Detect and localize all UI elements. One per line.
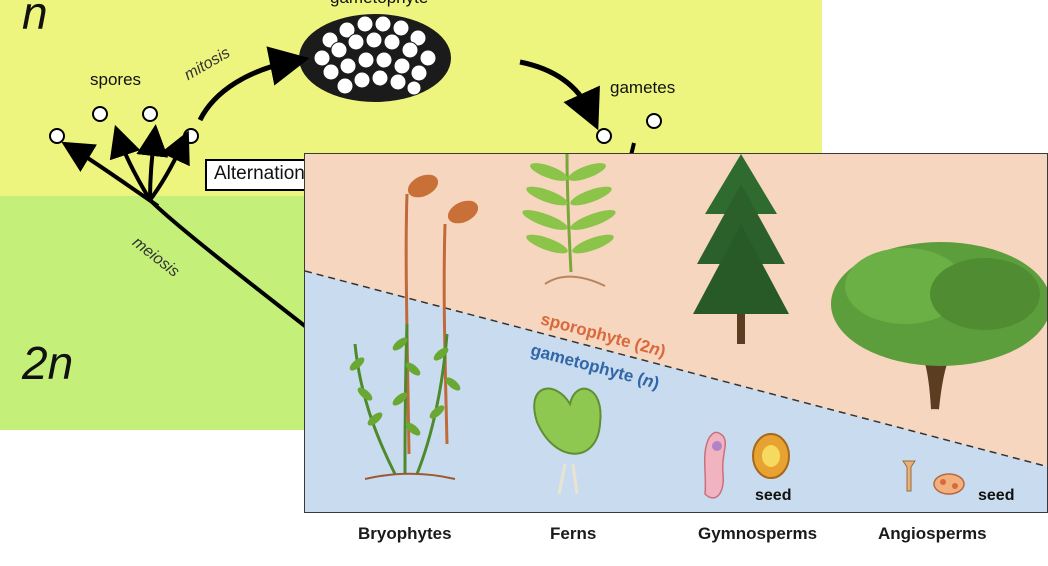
gametophyte-label: gametophyte <box>330 0 428 8</box>
gamete-circles <box>596 113 662 144</box>
pollen-tube-angio-illustration <box>902 460 916 492</box>
caption-ferns: Ferns <box>550 524 597 543</box>
caption-angiosperms: Angiosperms <box>878 524 987 543</box>
haploid-label: n <box>22 0 48 39</box>
fern-frond-illustration <box>522 154 616 287</box>
gametophyte-zone <box>305 271 1047 512</box>
mitosis-arrow <box>197 46 310 122</box>
plant-groups-diagram: sporophyte (2n) gametophyte (n) seed see… <box>304 153 1048 513</box>
gametes-arrow <box>519 59 600 131</box>
fern-prothallus-illustration <box>533 387 602 495</box>
pollen-tube-gymno-illustration <box>703 431 726 499</box>
conifer-illustration <box>693 154 789 344</box>
gametophyte-cell-cluster <box>299 14 451 102</box>
caption-bryophytes: Bryophytes <box>358 524 452 543</box>
meiosis-branches <box>61 124 312 332</box>
diploid-label: 2n <box>22 337 74 389</box>
angiosperm-seed-label: seed <box>978 487 1015 504</box>
broadleaf-tree-illustration <box>831 242 1047 410</box>
spores-label: spores <box>90 70 142 89</box>
moss-illustration <box>349 174 479 480</box>
gymnosperm-seed-label: seed <box>755 487 792 504</box>
plant-groups-graphic <box>305 154 1047 512</box>
angiosperm-seed-illustration <box>933 473 965 495</box>
caption-gymnosperms: Gymnosperms <box>698 524 818 543</box>
gametes-label: gametes <box>610 78 676 97</box>
generation-boundary <box>305 270 1047 468</box>
gymnosperm-seed-illustration <box>752 433 790 479</box>
